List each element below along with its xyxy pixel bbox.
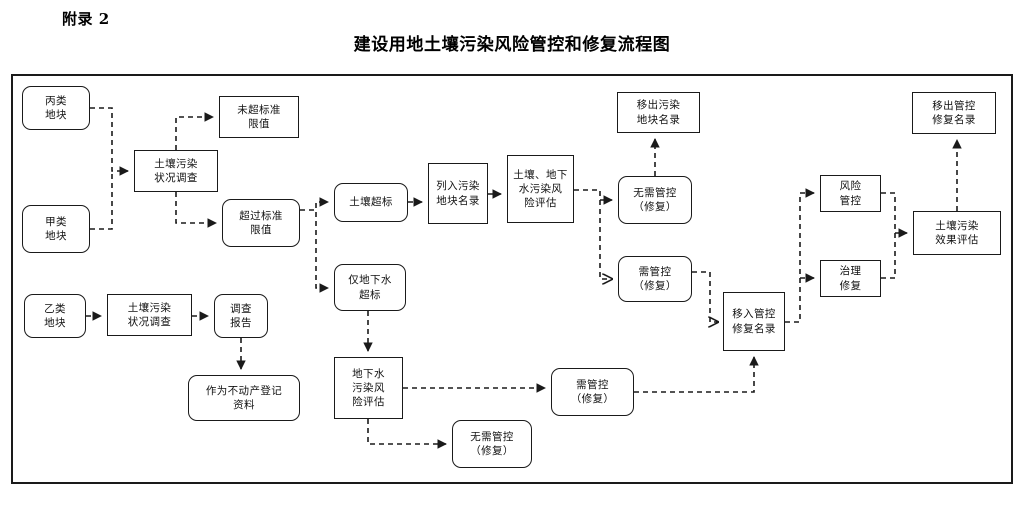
flow-node-n10: 无需管控 （修复）	[618, 176, 692, 224]
flow-node-n4: 未超标准 限值	[219, 96, 299, 138]
flow-node-n23: 需管控 （修复）	[551, 368, 634, 416]
flow-node-n9: 移出污染 地块名录	[617, 92, 700, 133]
flow-node-n1: 丙类 地块	[22, 86, 90, 130]
flow-node-n22: 地下水 污染风 险评估	[334, 357, 403, 419]
flow-node-n19: 土壤污染 状况调查	[107, 294, 192, 336]
flow-node-n13: 移入管控 修复名录	[723, 292, 785, 351]
flow-node-n18: 乙类 地块	[24, 294, 86, 338]
appendix-label: 附录 2	[62, 10, 110, 28]
flow-node-n15: 治理 修复	[820, 260, 881, 297]
flow-node-n5: 超过标准 限值	[222, 199, 300, 247]
flow-node-n6: 土壤超标	[334, 183, 408, 222]
flow-node-n24: 无需管控 （修复）	[452, 420, 532, 468]
flow-node-n12: 仅地下水 超标	[334, 264, 406, 311]
flow-node-n16: 土壤污染 效果评估	[913, 211, 1001, 255]
flow-node-n11: 需管控 （修复）	[618, 256, 692, 302]
flow-node-n17: 移出管控 修复名录	[912, 92, 996, 134]
flow-node-n20: 调查 报告	[214, 294, 268, 338]
flow-node-n14: 风险 管控	[820, 175, 881, 212]
flow-node-n3: 土壤污染 状况调查	[134, 150, 218, 192]
flow-node-n7: 列入污染 地块名录	[428, 163, 488, 224]
page-title: 建设用地土壤污染风险管控和修复流程图	[353, 35, 671, 55]
flow-node-n21: 作为不动产登记 资料	[188, 375, 300, 421]
flow-node-n2: 甲类 地块	[22, 205, 90, 253]
flow-node-n8: 土壤、地下 水污染风 险评估	[507, 155, 574, 223]
